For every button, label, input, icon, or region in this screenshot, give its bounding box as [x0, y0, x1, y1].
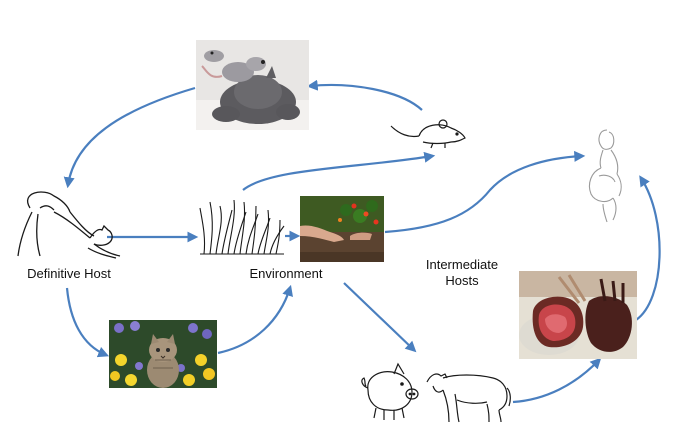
stretching-cat-sketch-icon [10, 188, 122, 260]
arrow-environment-to-mouse [242, 151, 436, 191]
arrow-cat-to-kitten [65, 287, 110, 358]
arrow-mouse-to-rat [306, 79, 423, 111]
pregnant-woman-sketch-icon [583, 126, 631, 224]
rat-on-cat-photo [196, 40, 309, 130]
mouse-sketch-icon [385, 112, 467, 152]
rare-meat-photo [519, 271, 637, 359]
arrow-cow-to-meat [512, 357, 602, 404]
arrow-environment-to-pig [343, 282, 417, 353]
arrow-rat-to-cat [63, 86, 196, 189]
environment-label: Environment [249, 266, 323, 281]
definitive-host-label: Definitive Host [27, 266, 111, 281]
kitten-in-flowers-photo [109, 320, 217, 388]
hands-in-soil-photo [300, 196, 384, 262]
arrow-kitten-to-environment [217, 284, 293, 355]
grass-sketch-icon [198, 196, 286, 256]
pig-sketch-icon [358, 360, 422, 422]
cow-sketch-icon [425, 364, 513, 424]
arrow-soil-to-pregnant [384, 150, 586, 234]
intermediate-hosts-label-line1: Intermediate [425, 257, 499, 272]
arrow-meat-to-pregnant [635, 175, 661, 321]
intermediate-hosts-label-line2: Hosts [445, 273, 479, 288]
